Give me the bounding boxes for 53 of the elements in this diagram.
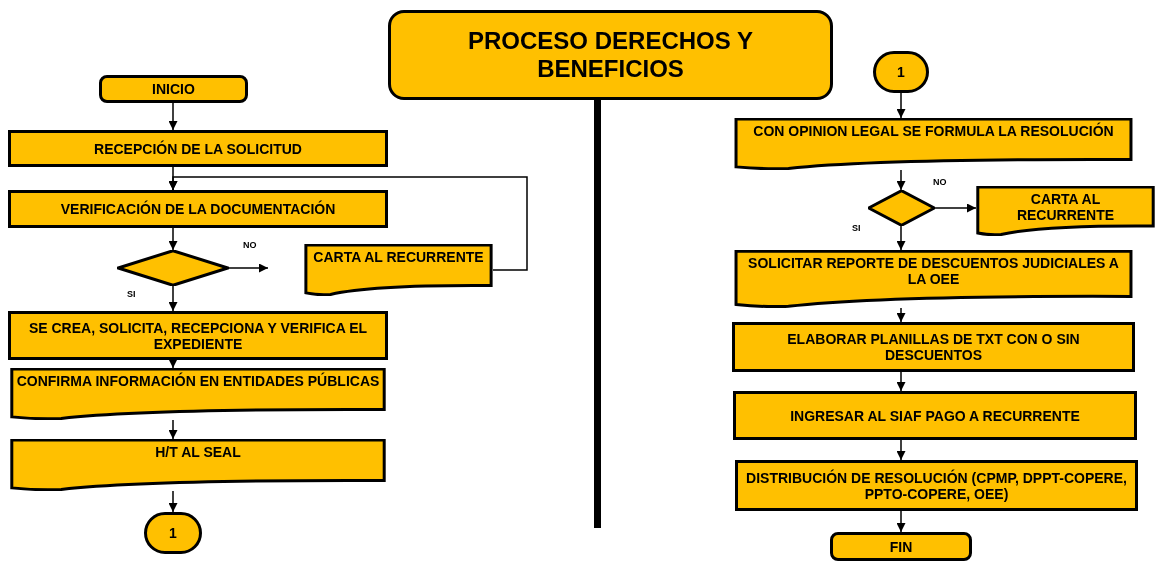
document-box (8, 368, 388, 420)
arrow (168, 285, 178, 312)
step-text: INGRESAR AL SIAF PAGO A RECURRENTE (789, 407, 1081, 424)
edge-label: NO (243, 240, 257, 250)
terminal-box (830, 532, 972, 561)
process-box (8, 130, 388, 167)
arrow (896, 225, 906, 251)
step-text: CARTA AL RECURRENTE (1015, 191, 1116, 223)
arrow (168, 419, 178, 440)
edge-label: SI (127, 289, 136, 299)
document-box (732, 118, 1135, 170)
document-box (8, 439, 388, 491)
arrow (896, 92, 906, 119)
arrow (934, 203, 977, 213)
arrow (168, 227, 178, 251)
step-text: CARTA AL RECURRENTE (312, 249, 485, 265)
title-banner: PROCESO DERECHOS Y BENEFICIOS (388, 10, 833, 100)
arrow (896, 371, 906, 392)
step-text: 1 (896, 64, 906, 80)
arrow (228, 263, 269, 273)
step-text: INICIO (151, 81, 196, 97)
arrow (168, 176, 528, 271)
edge-label: SI (852, 223, 861, 233)
process-box (733, 391, 1137, 440)
step-text: RECEPCIÓN DE LA SOLICITUD (93, 140, 303, 157)
arrow (168, 102, 178, 131)
process-box (732, 322, 1135, 372)
arrow (168, 359, 178, 369)
arrow (896, 307, 906, 323)
decision-diamond (868, 190, 935, 226)
step-text: SOLICITAR REPORTE DE DESCUENTOS JUDICIALES A LA OEE (747, 255, 1120, 287)
decision-diamond (117, 250, 229, 286)
step-text: 1 (168, 525, 178, 541)
process-box (735, 460, 1138, 511)
step-text: FIN (888, 538, 914, 555)
step-text: VERIFICACIÓN DE LA DOCUMENTACIÓN (59, 201, 337, 217)
document-box (976, 186, 1155, 236)
edge-label: NO (933, 177, 947, 187)
step-text: SE CREA, SOLICITA, RECEPCIONA Y VERIFICA EL EXPEDIENTE (27, 319, 369, 352)
document-box (732, 250, 1135, 308)
step-text: ELABORAR PLANILLAS DE TXT CON O SIN DESCUENTOS (786, 331, 1081, 363)
step-text: CON OPINION LEGAL SE FORMULA LA RESOLUCIÓN (752, 123, 1115, 139)
arrow (896, 510, 906, 533)
process-box (8, 311, 388, 360)
arrow (896, 169, 906, 191)
step-text: CONFIRMA INFORMACIÓN EN ENTIDADES PÚBLICAS (15, 373, 381, 389)
arrow (168, 490, 178, 513)
document-box (304, 244, 493, 296)
step-text: DISTRIBUCIÓN DE RESOLUCIÓN (CPMP, DPPT-COPERE, PPTO-COPERE, OEE) (745, 469, 1128, 502)
step-text: H/T AL SEAL (154, 444, 242, 460)
arrow (896, 439, 906, 461)
terminal-box (99, 75, 248, 103)
process-box (8, 190, 388, 228)
